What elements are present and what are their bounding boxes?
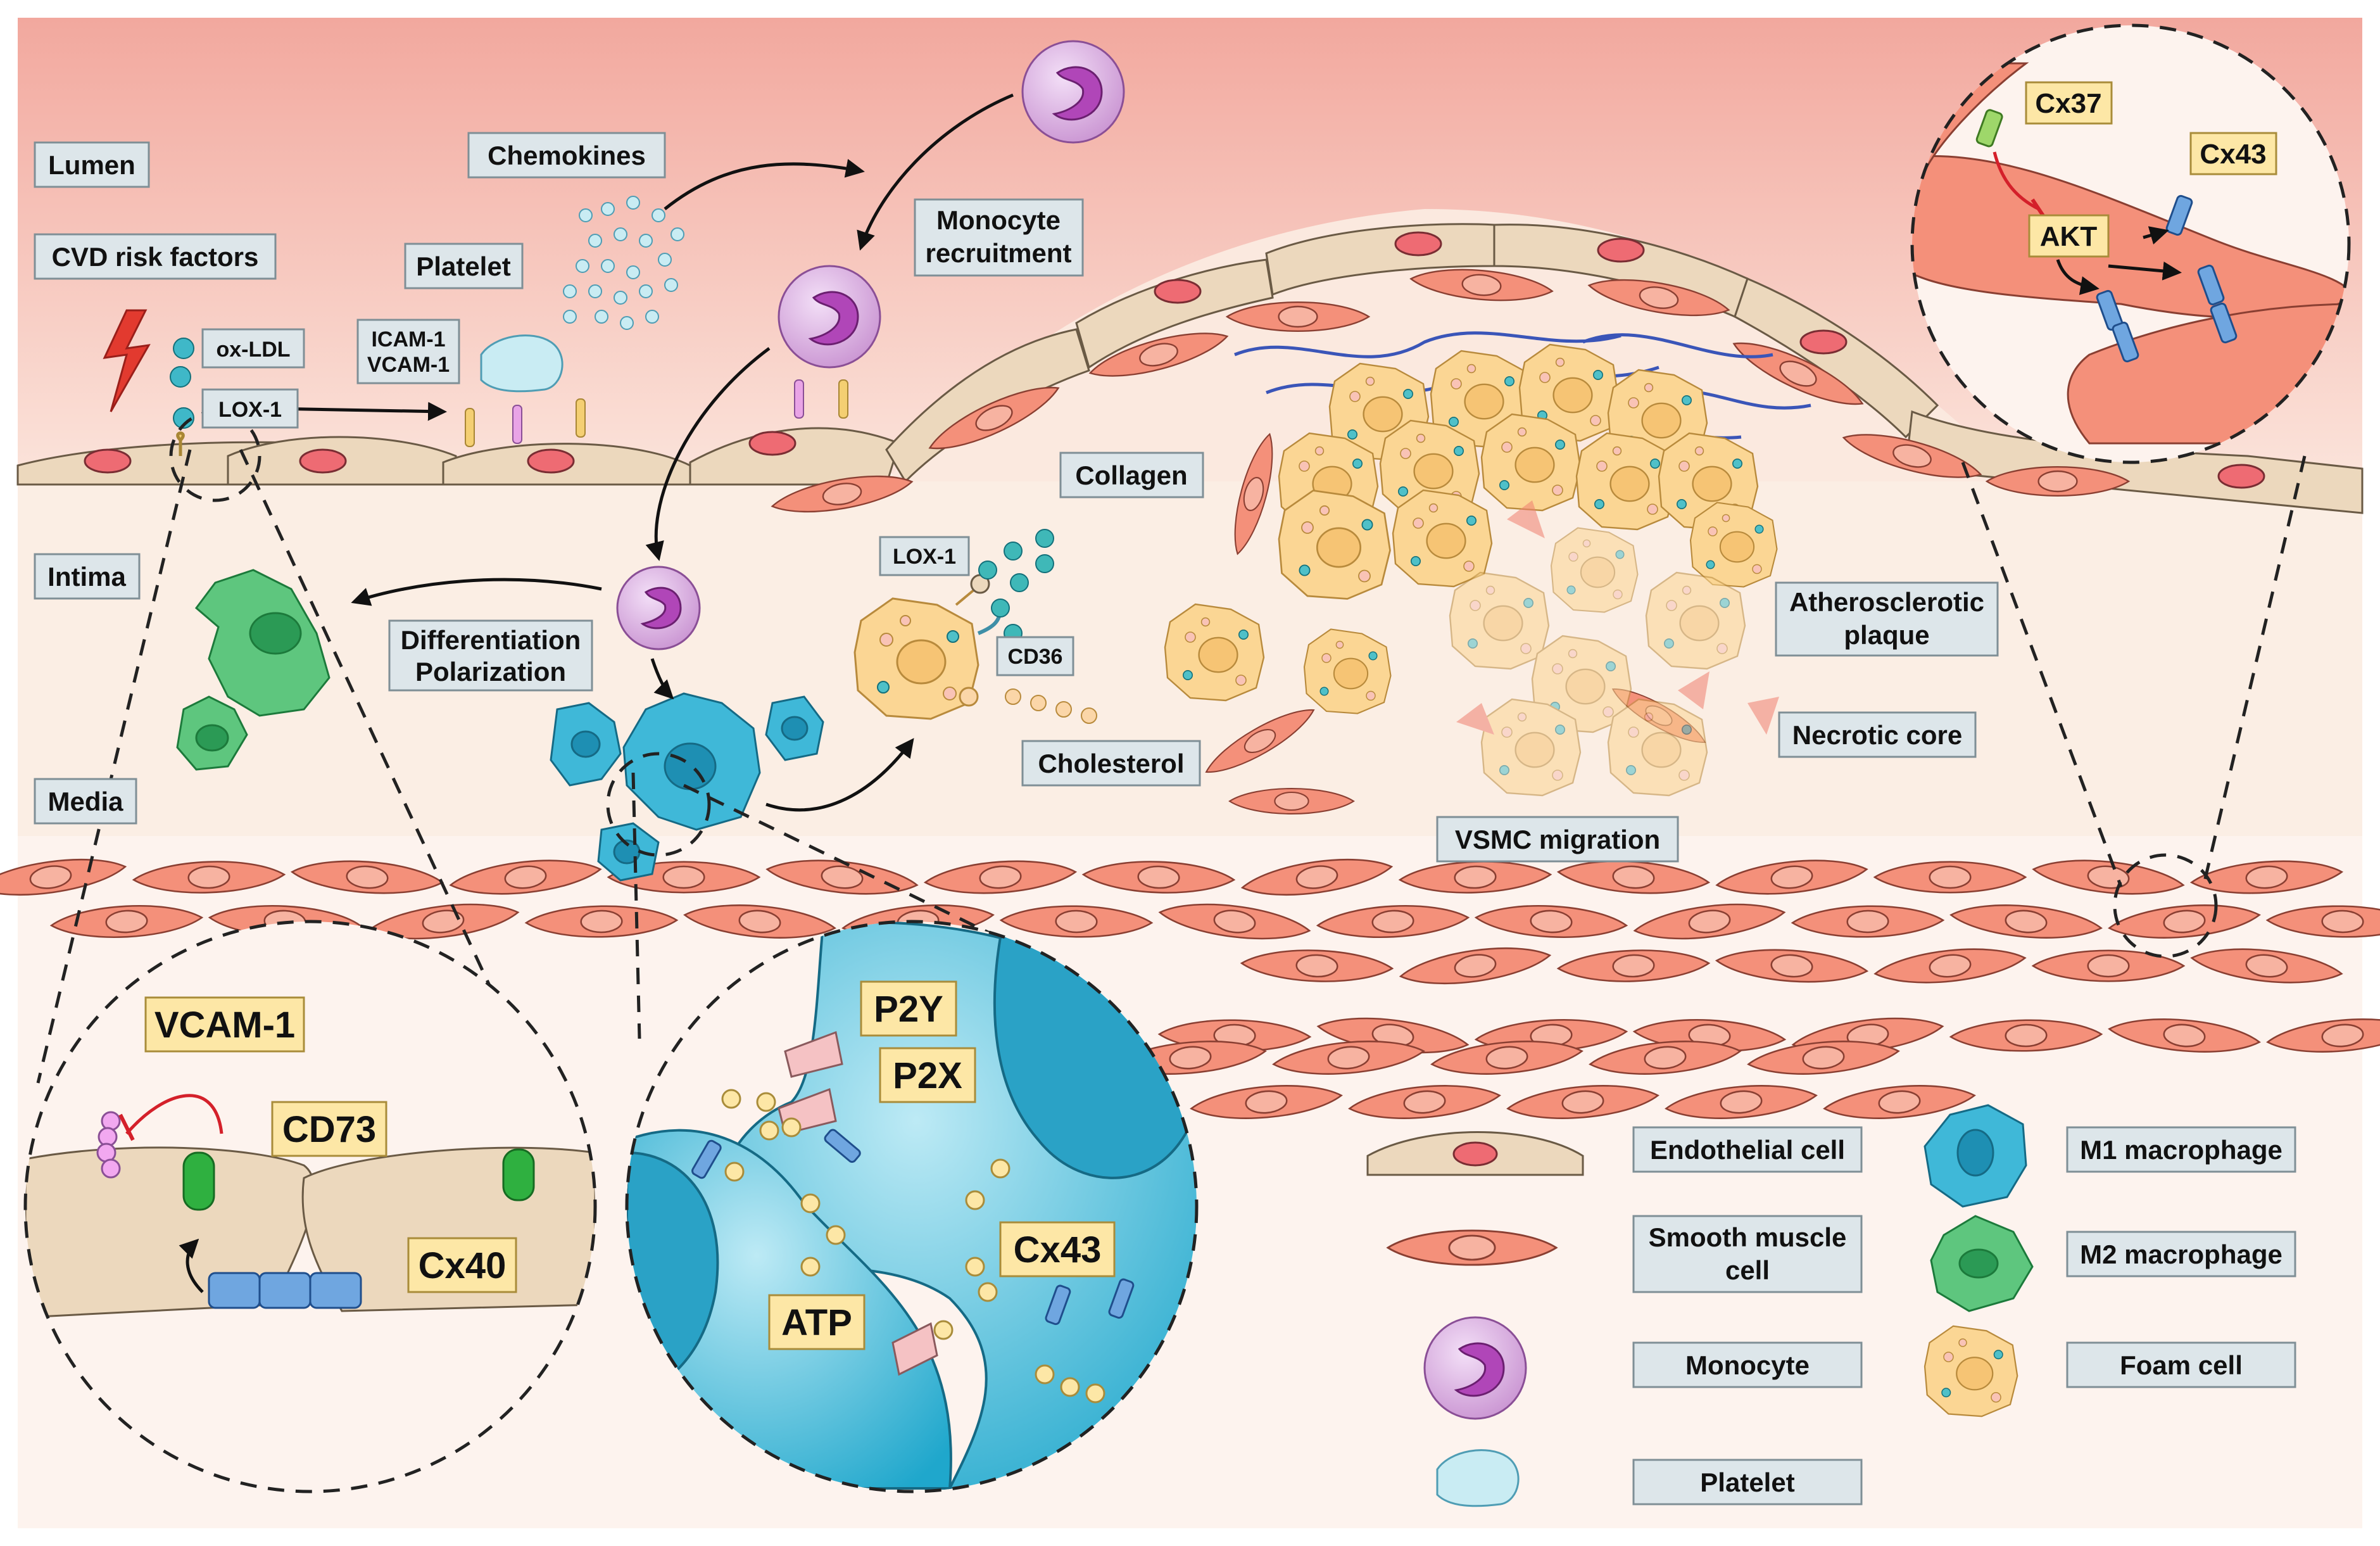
label-media: Media — [34, 778, 137, 825]
svg-text:Lumen: Lumen — [48, 150, 135, 180]
svg-text:Monocyte: Monocyte — [1685, 1350, 1810, 1380]
label-vcam1-inset: VCAM-1 — [144, 996, 305, 1053]
intima-foam-cell — [853, 574, 1002, 720]
svg-text:ox-LDL: ox-LDL — [216, 338, 290, 362]
label-necrotic-core: Necrotic core — [1778, 711, 1977, 758]
svg-text:Differentiation: Differentiation — [401, 625, 581, 655]
svg-text:ATP: ATP — [781, 1302, 852, 1343]
label-cx43-smc-inset: Cx43 — [2189, 132, 2277, 175]
svg-text:LOX-1: LOX-1 — [893, 545, 956, 569]
svg-text:Cx40: Cx40 — [419, 1245, 507, 1286]
legend-endothelial-cell: Endothelial cell — [1632, 1126, 1863, 1173]
svg-text:Collagen: Collagen — [1075, 460, 1187, 490]
m1-macrophages — [550, 692, 824, 882]
svg-text:recruitment: recruitment — [925, 238, 1071, 268]
label-lox1-top: LOX-1 — [201, 388, 299, 429]
svg-text:Platelet: Platelet — [1700, 1467, 1794, 1497]
legend-foam-cell: Foam cell — [2066, 1341, 2296, 1388]
svg-text:Intima: Intima — [47, 562, 126, 592]
legend-smooth-muscle-cell: Smooth muscle cell — [1632, 1215, 1863, 1293]
label-atp-inset: ATP — [768, 1294, 866, 1350]
svg-text:CVD risk factors: CVD risk factors — [52, 242, 259, 272]
label-cx37-inset: Cx37 — [2025, 81, 2113, 125]
svg-text:LOX-1: LOX-1 — [218, 398, 282, 422]
svg-text:Monocyte: Monocyte — [936, 205, 1061, 235]
label-cd73-inset: CD73 — [271, 1101, 387, 1157]
label-collagen: Collagen — [1059, 452, 1204, 498]
label-cholesterol: Cholesterol — [1021, 740, 1201, 787]
ox-ldl-particles — [170, 338, 194, 456]
legend-monocyte: Monocyte — [1632, 1341, 1863, 1388]
legend-m1-macrophage: M1 macrophage — [2066, 1126, 2296, 1173]
svg-text:CD36: CD36 — [1008, 645, 1063, 669]
svg-text:CD73: CD73 — [282, 1109, 376, 1150]
platelet — [480, 334, 564, 393]
svg-text:VSMC migration: VSMC migration — [1455, 825, 1660, 854]
legend-platelet: Platelet — [1632, 1459, 1863, 1505]
svg-text:M1 macrophage: M1 macrophage — [2080, 1135, 2282, 1165]
label-chemokines: Chemokines — [467, 132, 666, 179]
label-intima: Intima — [34, 553, 141, 600]
svg-text:Cholesterol: Cholesterol — [1038, 749, 1184, 778]
ldl-particles — [978, 529, 1097, 724]
svg-text:VCAM-1: VCAM-1 — [154, 1004, 295, 1046]
label-p2x-inset: P2X — [879, 1047, 976, 1103]
label-differentiation-polarization: Differentiation Polarization — [388, 619, 593, 692]
svg-text:M2 macrophage: M2 macrophage — [2080, 1239, 2282, 1269]
label-cx43-macrophage-inset: Cx43 — [999, 1221, 1116, 1277]
svg-text:P2Y: P2Y — [874, 989, 943, 1030]
svg-text:Foam cell: Foam cell — [2120, 1350, 2243, 1380]
label-monocyte-recruitment: Monocyte recruitment — [914, 198, 1084, 277]
svg-text:Media: Media — [47, 787, 123, 816]
legend-m2-macrophage: M2 macrophage — [2066, 1231, 2296, 1277]
label-cx40-inset: Cx40 — [407, 1237, 517, 1293]
monocytes — [616, 40, 1125, 650]
svg-text:Chemokines: Chemokines — [488, 141, 646, 170]
endothelium — [16, 223, 2364, 514]
label-lumen: Lumen — [34, 141, 150, 188]
label-cvd-risk-factors: CVD risk factors — [34, 233, 277, 280]
legend-icons — [1366, 1104, 2034, 1507]
label-cd36: CD36 — [996, 636, 1074, 676]
label-icam1-vcam1: ICAM-1 VCAM-1 — [356, 319, 460, 384]
label-atherosclerotic-plaque: Atherosclerotic plaque — [1775, 581, 1999, 657]
svg-text:Necrotic core: Necrotic core — [1792, 720, 1962, 750]
inset-endothelial — [23, 920, 597, 1493]
svg-text:plaque: plaque — [1844, 620, 1929, 650]
label-akt-inset: AKT — [2028, 214, 2110, 258]
svg-text:AKT: AKT — [2040, 221, 2098, 252]
svg-text:Endothelial cell: Endothelial cell — [1650, 1135, 1845, 1165]
svg-text:P2X: P2X — [893, 1055, 962, 1096]
m2-macrophages — [176, 569, 331, 771]
svg-text:Polarization: Polarization — [415, 657, 566, 687]
svg-text:VCAM-1: VCAM-1 — [367, 353, 450, 377]
label-ox-ldl: ox-LDL — [201, 328, 305, 369]
lightning-icon — [103, 309, 151, 412]
adhesion-molecules — [465, 379, 848, 447]
chemokine-particles — [563, 196, 684, 330]
process-arrows — [272, 93, 1014, 812]
svg-text:Cx37: Cx37 — [2035, 88, 2101, 119]
svg-text:Atherosclerotic: Atherosclerotic — [1789, 587, 1984, 617]
label-vsmc-migration: VSMC migration — [1436, 816, 1679, 863]
svg-text:cell: cell — [1725, 1255, 1770, 1285]
svg-text:Cx43: Cx43 — [1014, 1229, 1102, 1270]
svg-text:ICAM-1: ICAM-1 — [371, 327, 445, 352]
label-lox1-foam: LOX-1 — [879, 536, 970, 576]
label-platelet: Platelet — [404, 243, 524, 289]
svg-text:Platelet: Platelet — [416, 251, 510, 281]
svg-text:Cx43: Cx43 — [2200, 139, 2266, 170]
svg-text:Smooth muscle: Smooth muscle — [1649, 1222, 1847, 1252]
label-p2y-inset: P2Y — [860, 980, 957, 1037]
